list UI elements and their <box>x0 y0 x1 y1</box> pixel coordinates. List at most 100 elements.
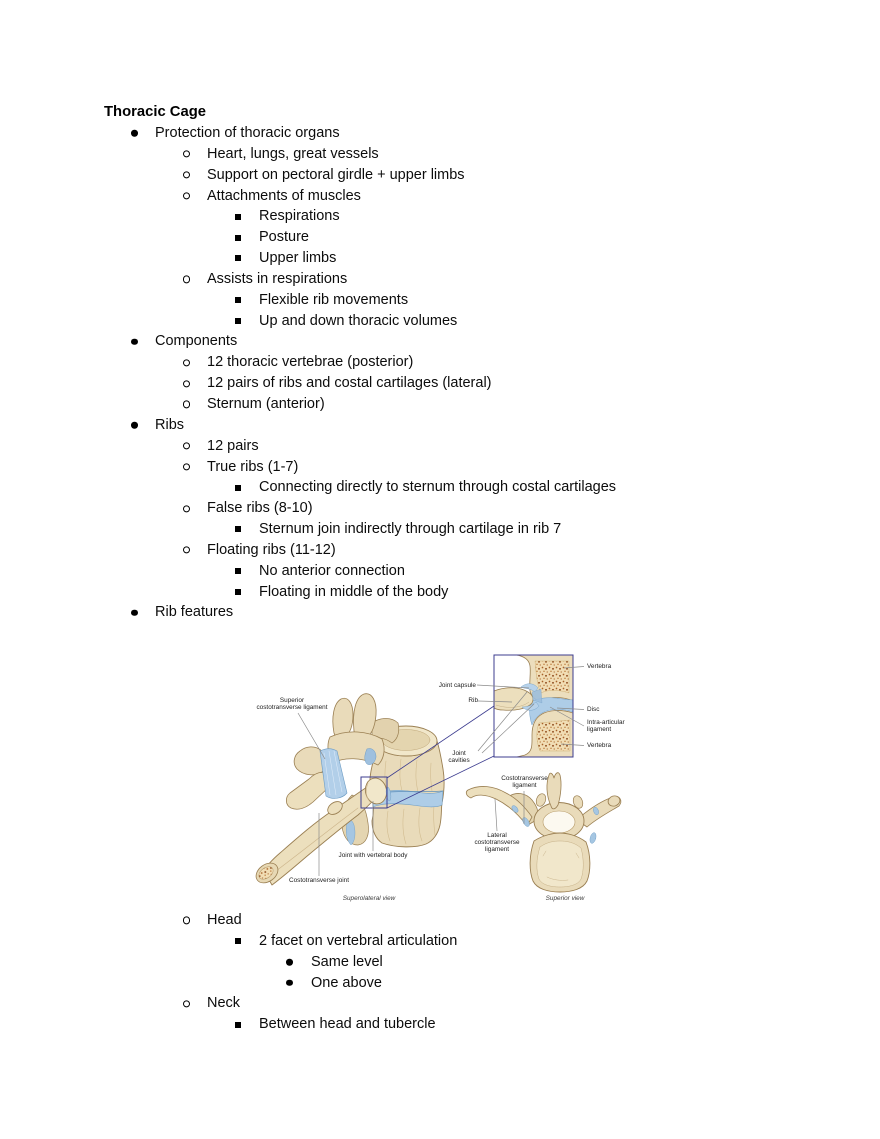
bullet-disc-icon <box>131 130 138 137</box>
list-item: Attachments of muscles <box>0 186 880 207</box>
list-item-text: Up and down thoracic volumes <box>259 312 458 329</box>
bullet-circle-icon <box>183 916 191 925</box>
list-item: Between head and tubercle <box>0 1014 880 1035</box>
list-item: 12 pairs <box>0 436 880 457</box>
bullet-disc-icon <box>286 958 293 966</box>
list-item: Ribs <box>0 415 880 436</box>
list-item-text: Neck <box>207 995 241 1012</box>
bullet-circle-icon <box>183 192 191 200</box>
magnifier-callout <box>360 705 495 809</box>
list-item-text: 12 pairs <box>207 437 259 454</box>
bullet-disc-icon <box>131 609 138 617</box>
label-vertebra-top: Vertebra <box>587 663 612 670</box>
bullet-square-icon <box>235 484 241 491</box>
list-item-text: Same level <box>311 953 383 970</box>
bullet-disc-icon <box>131 338 138 346</box>
list-item: Floating ribs (11-12) <box>0 540 880 561</box>
label-costotransverse-ligament: Costotransverse ligament <box>501 775 548 789</box>
list-item: No anterior connection <box>0 561 880 582</box>
list-item: Rib features <box>0 602 880 623</box>
label-leader-lines <box>297 666 585 876</box>
bullet-square-icon <box>235 318 241 325</box>
list-item-text: 12 thoracic vertebrae (posterior) <box>207 354 414 371</box>
list-item-text: Ribs <box>155 416 185 433</box>
list-item-text: Respirations <box>259 208 340 225</box>
bullet-circle-icon <box>183 1000 191 1008</box>
bullet-square-icon <box>235 234 241 241</box>
label-lateral-costotransverse-ligament: Lateral costotransverse ligament <box>474 832 520 853</box>
list-item: Flexible rib movements <box>0 290 880 311</box>
list-item: Floating in middle of the body <box>0 582 880 603</box>
caption-superior-view: Superior view <box>545 895 585 902</box>
list-item: Connecting directly to sternum through c… <box>0 477 880 498</box>
list-item-text: Components <box>155 333 238 350</box>
list-item-text: Head <box>207 912 242 928</box>
bullet-disc-icon <box>131 421 138 429</box>
list-item-text: Protection of thoracic organs <box>155 125 340 141</box>
bullet-disc-icon <box>286 979 293 987</box>
label-joint-cavities: Joint cavities <box>448 750 470 764</box>
list-item: 12 thoracic vertebrae (posterior) <box>0 352 880 373</box>
label-rib: Rib <box>468 697 478 704</box>
list-item: Sternum (anterior) <box>0 394 880 415</box>
list-item: Components <box>0 331 880 352</box>
list-item-text: Floating ribs (11-12) <box>207 541 336 558</box>
page-title: Thoracic Cage <box>104 104 206 120</box>
bullet-circle-icon <box>183 442 191 450</box>
outline-list-continued: Head 2 facet on vertebral articulation S… <box>0 910 880 1035</box>
bullet-square-icon <box>235 1021 241 1028</box>
bullet-circle-icon <box>183 379 191 388</box>
list-item-text: 2 facet on vertebral articulation <box>259 932 458 949</box>
bullet-circle-icon <box>183 171 191 179</box>
label-joint-capsule: Joint capsule <box>438 682 476 689</box>
bullet-circle-icon <box>183 150 191 158</box>
label-costotransverse-joint: Costotransverse joint <box>288 877 350 884</box>
list-item: Respirations <box>0 206 880 227</box>
bullet-circle-icon <box>183 400 191 408</box>
bullet-square-icon <box>235 588 241 595</box>
list-item-text: False ribs (8-10) <box>207 500 313 517</box>
list-item: Assists in respirations <box>0 269 880 290</box>
list-item: Neck <box>0 993 880 1014</box>
bullet-square-icon <box>235 526 241 533</box>
anatomy-figure: Superior costotransverse ligament Joint … <box>240 645 665 912</box>
bullet-circle-icon <box>183 546 191 554</box>
label-vertebra-bottom: Vertebra <box>587 742 612 749</box>
list-item: Posture <box>0 227 880 248</box>
list-item: Protection of thoracic organs <box>0 123 880 144</box>
list-item-text: Sternum join indirectly through cartilag… <box>259 521 562 538</box>
list-item-text: Floating in middle of the body <box>259 583 449 600</box>
list-item-text: Upper limbs <box>259 250 337 267</box>
list-item-text: Heart, lungs, great vessels <box>207 145 379 162</box>
list-item: Heart, lungs, great vessels <box>0 144 880 165</box>
outline-list: Protection of thoracic organs Heart, lun… <box>0 123 880 623</box>
list-item-text: Posture <box>259 229 309 246</box>
bullet-square-icon <box>235 297 241 304</box>
bullet-circle-icon <box>183 275 191 283</box>
label-intra-articular-ligament: Intra-articular ligament <box>587 719 625 733</box>
list-item-text: One above <box>311 974 382 991</box>
label-joint-with-vertebral-body: Joint with vertebral body <box>338 852 408 859</box>
list-item-text: No anterior connection <box>259 562 405 579</box>
list-item: Support on pectoral girdle + upper limbs <box>0 165 880 186</box>
list-item: Sternum join indirectly through cartilag… <box>0 519 880 540</box>
list-item: Up and down thoracic volumes <box>0 311 880 332</box>
list-item-text: Connecting directly to sternum through c… <box>259 479 617 496</box>
anatomy-figure-art <box>255 654 622 893</box>
list-item-text: Support on pectoral girdle + upper limbs <box>207 166 465 183</box>
list-item-text: 12 pairs of ribs and costal cartilages (… <box>207 375 492 392</box>
bullet-circle-icon <box>183 505 191 513</box>
list-item: True ribs (1-7) <box>0 457 880 478</box>
label-superior-costotransverse-ligament: Superior costotransverse ligament <box>256 697 328 711</box>
label-disc: Disc <box>587 706 600 713</box>
bullet-square-icon <box>235 568 241 575</box>
list-item: 12 pairs of ribs and costal cartilages (… <box>0 373 880 394</box>
bullet-square-icon <box>235 255 241 262</box>
list-item-text: Between head and tubercle <box>259 1016 436 1033</box>
list-item: Upper limbs <box>0 248 880 269</box>
bullet-square-icon <box>235 938 241 945</box>
list-item: Head <box>0 910 880 931</box>
bullet-square-icon <box>235 213 241 220</box>
list-item-text: Sternum (anterior) <box>207 395 325 412</box>
